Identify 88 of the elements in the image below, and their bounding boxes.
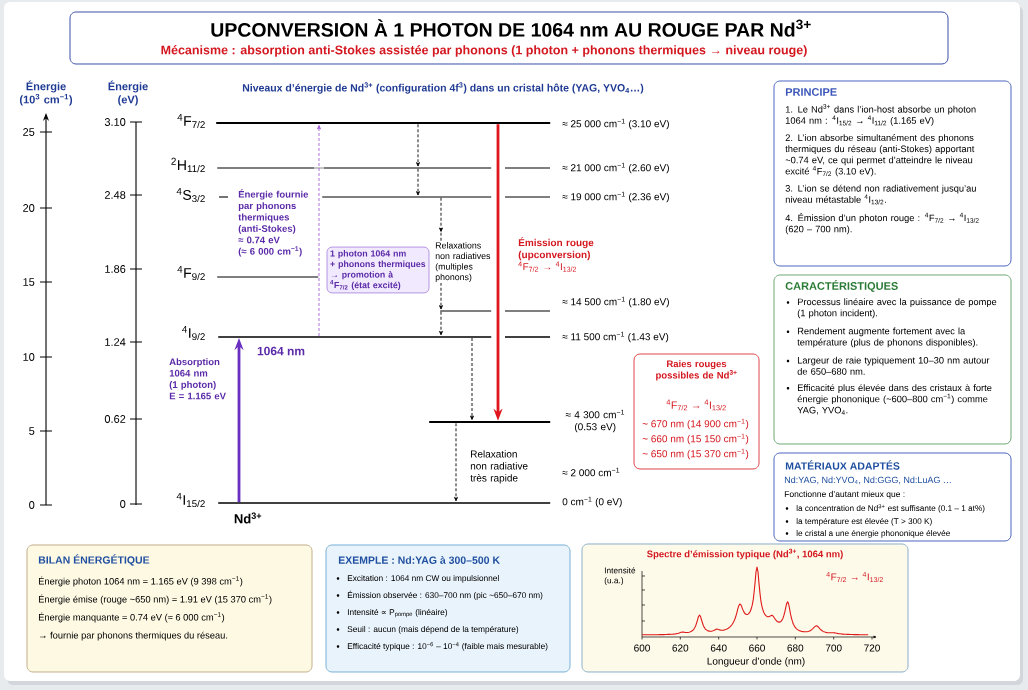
panel-heading: PRINCIPE: [785, 88, 837, 96]
list-item: 1. Le Nd$^{3+}$ dans l’ion-host absorbe un photon 1064 nm : $^{4}$I$_{15/2}$ → $^{4}$I$_{11/2}$ (1.165 eV): [785, 104, 976, 126]
term-symbol: $^{4}$S$_{3/2}$: [176, 187, 205, 203]
text-line: Énergie émise (rouge ~650 nm) = 1.91 eV (15 370 cm$^{−1}$): [39, 594, 272, 605]
list-item: Seuil : aucun (mais dépend de la température): [347, 625, 519, 634]
spectral-line-entry: ~ 650 nm (15 370 cm$^{−1}$): [642, 448, 749, 460]
term-symbol: $^{4}$F$_{7/2}$: [177, 113, 205, 129]
tick-label: 0: [29, 501, 35, 509]
ion-label: Nd$^{3+}$: [234, 512, 262, 524]
list-item: Émission observée : 630–700 nm (pic ~650–670 nm): [347, 590, 543, 600]
edge-label: Relaxation non radiative très rapide: [470, 450, 528, 484]
energy-value: ≈ 2 000 cm$^{−1}$: [562, 467, 620, 477]
dashed-arrow: [317, 125, 321, 337]
energy-value: ≈ 19 000 cm$^{−1}$ (2.36 eV): [562, 191, 669, 203]
tick-label: 15: [23, 278, 35, 286]
dashed-arrow: [470, 337, 474, 420]
term-symbol: $^{4}$F$_{9/2}$: [177, 265, 205, 281]
box-heading: Raies rouges possibles de Nd$^{3+}$: [656, 360, 737, 381]
axis-title: Intensité (u.a.): [604, 567, 636, 585]
text-line: Énergie photon 1064 nm = 1.165 eV (9 398 cm$^{−1}$): [39, 576, 243, 587]
tick-label: 640: [710, 644, 727, 652]
tick-label: 700: [825, 644, 842, 652]
edge-label: Énergie fournie par phonons thermiques (anti-Stokes) ≈ 0.74 eV (≈ 6 000 cm$^{−1}$): [238, 189, 309, 257]
tick-label: 3.10: [104, 118, 126, 126]
list-item: Rendement augmente fortement avec la température (plus de phonons disponibles).: [797, 327, 978, 348]
term-symbol: $^{4}$I$_{9/2}$: [182, 325, 205, 341]
list-item: Excitation : 1064 nm CW ou impulsionnel: [347, 575, 499, 583]
tick-label: 10: [23, 353, 35, 361]
dashed-arrow: [439, 197, 443, 310]
tick-label: 0.62: [104, 415, 126, 423]
title: UPCONVERSION À 1 PHOTON DE 1064 nm AU ROUGE PAR Nd$^{3+}$: [211, 19, 811, 37]
tick-label: 2.48: [104, 191, 126, 199]
axis-title: Énergie (eV): [108, 80, 148, 106]
transition-label: $^{4}$F$_{7/2}$ → $^{4}$I$_{13/2}$: [666, 399, 726, 411]
text-line: → fournie par phonons thermiques du réseau.: [40, 631, 228, 641]
chart-title: Spectre d’émission typique (Nd$^{3+}$, 1064 nm): [647, 548, 843, 560]
tick-label: 1.86: [105, 265, 126, 273]
axis-title: Énergie (10$^{3}$ cm$^{−1}$): [19, 80, 73, 106]
tick-label: 1.24: [105, 338, 126, 346]
list-item: Intensité ∝ P$_{pompe}$ (linéaire): [348, 608, 447, 618]
spectral-line-entry: ~ 670 nm (14 900 cm$^{−1}$): [642, 418, 749, 430]
dashed-arrow: [416, 168, 420, 196]
tick-label: 25: [23, 128, 35, 136]
dashed-arrow: [416, 123, 420, 167]
dashed-arrow: [454, 422, 458, 502]
tick-label: 5: [29, 427, 35, 435]
subtitle: Mécanisme : absorption anti-Stokes assistée par phonons (1 photon + phonons thermiques → niveau rouge): [161, 45, 807, 57]
transition-label: $^{4}$F$_{7/2}$ → $^{4}$I$_{13/2}$: [826, 571, 883, 583]
list-item: le cristal a une énergie phononique élevée: [796, 529, 950, 538]
energy-value: ≈ 11 500 cm$^{−1}$ (1.43 eV): [562, 331, 669, 343]
energy-value: ≈ 25 000 cm$^{−1}$ (3.10 eV): [562, 118, 669, 130]
tick-label: 0: [120, 500, 126, 508]
list-item: Processus linéaire avec la puissance de pompe (1 photon incident).: [797, 298, 997, 319]
info-box: 1 photon 1064 nm + phonons thermiques → promotion à $^{4}$F$_{7/2}$ (état excité): [326, 246, 430, 294]
energy-value: ≈ 21 000 cm$^{−1}$ (2.60 eV): [562, 162, 669, 174]
spectral-line-entry: ~ 660 nm (15 150 cm$^{−1}$): [642, 433, 749, 445]
list-item: 4. Émission d’un photon rouge : $^{4}$F$_{7/2}$ → $^{4}$I$_{13/2}$ (620 – 700 nm).: [785, 212, 979, 235]
tick-label: 600: [634, 644, 650, 652]
tick-label: 620: [672, 644, 689, 652]
section-heading: Niveaux d’énergie de Nd$^{3+}$ (configuration 4f$^{3}$) dans un cristal hôte (YAG, YVO$_{4}$…): [242, 82, 644, 94]
term-symbol: $^{2}$H$_{11/2}$: [171, 157, 205, 173]
tick-label: 660: [749, 644, 765, 652]
list-item: la concentration de Nd$^{3+}$ est suffisante (0.1 – 1 at%): [796, 504, 985, 513]
tick-label: 680: [787, 644, 804, 652]
tick-label: 20: [23, 204, 35, 212]
energy-value: ≈ 4 300 cm$^{−1}$ (0.53 eV): [565, 409, 625, 433]
energy-value: 0 cm$^{−1}$ (0 eV): [562, 496, 622, 508]
panel-heading: BILAN ÉNERGÉTIQUE: [38, 554, 150, 566]
panel-heading: CARACTÉRISTIQUES: [785, 280, 898, 292]
panel-heading: MATÉRIAUX ADAPTÉS: [785, 460, 900, 470]
list-item: Efficacité typique : 10$^{−6}$ – 10$^{−4}$ (faible mais mesurable): [347, 642, 548, 651]
edge-label: Émission rouge (upconversion) $^{4}$F$_{7/2}$ → $^{4}$I$_{13/2}$: [518, 237, 594, 272]
text-line: Énergie manquante = 0.74 eV (≈ 6 000 cm$^{−1}$): [39, 612, 225, 623]
panel-heading: EXEMPLE : Nd:YAG à 300–500 K: [338, 556, 500, 564]
energy-value: ≈ 14 500 cm$^{−1}$ (1.80 eV): [562, 296, 669, 308]
dashed-arrow: [439, 311, 443, 336]
list-item: la température est élevée (T > 300 K): [796, 517, 932, 526]
tick-label: 720: [864, 644, 880, 652]
text-line: Nd:YAG, Nd:YVO$_{4}$, Nd:GGG, Nd:LuAG …: [784, 476, 951, 485]
edge-label: Absorption 1064 nm (1 photon) E = 1.165 eV: [169, 358, 226, 400]
list-item: 2. L’ion absorbe simultanément des phonons thermiques du réseau (anti-Stokes) apportant ~0.74 eV, ce qui permet d’atteindre le niveau excité $^{4}$F$_{7/2}$ (3.10 eV).: [785, 134, 975, 177]
list-item: Largeur de raie typiquement 10–30 nm autour de 650–680 nm.: [797, 356, 990, 375]
list-item: Efficacité plus élevée dans des cristaux à forte énergie phononique (~600–800 cm$^{−1}$) comme YAG, YVO$_{4}$.: [797, 384, 992, 415]
list-item: 3. L’ion se détend non radiativement jusqu’au niveau métastable $^{4}$I$_{13/2}$.: [785, 184, 976, 205]
text-line: Fonctionne d’autant mieux que :: [784, 490, 905, 499]
term-symbol: $^{4}$I$_{15/2}$: [176, 492, 205, 508]
axis-title: Longueur d’onde (nm): [707, 657, 805, 667]
edge-label: Relaxations non radiatives (multiples phonons): [434, 241, 493, 283]
